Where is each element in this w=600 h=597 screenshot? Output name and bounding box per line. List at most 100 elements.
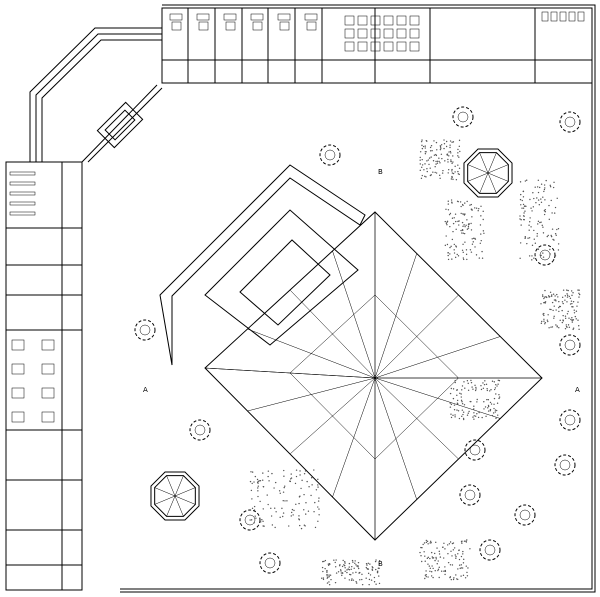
shrub-dot	[539, 221, 541, 224]
shrub-dot	[460, 541, 463, 543]
shrub-dot	[423, 169, 425, 171]
shrub-dot	[449, 144, 451, 146]
shrub-dot	[355, 581, 357, 583]
shrub-dot	[452, 155, 454, 157]
shrub-dot	[370, 579, 373, 581]
shrub-dot	[473, 405, 475, 407]
shrub-dot	[271, 472, 273, 475]
shrub-dot	[475, 207, 478, 209]
shrub-dot	[365, 577, 367, 579]
shrub-dot	[554, 206, 557, 209]
shrub-dot	[474, 237, 476, 240]
shrub-dot	[259, 479, 262, 482]
shrub-dot	[557, 228, 560, 230]
shrub-dot	[455, 557, 457, 559]
shrub-dot	[549, 291, 552, 294]
shrub-dot	[553, 212, 556, 214]
shrub-dot	[544, 301, 547, 303]
shrub-dot	[419, 163, 421, 165]
shrub-dot	[326, 577, 328, 579]
classroom-desk	[409, 28, 420, 39]
shrub-dot	[259, 500, 261, 503]
table	[41, 363, 55, 375]
shrub-dot	[419, 551, 421, 554]
shrub-dot	[451, 168, 453, 171]
shrub-dot	[484, 406, 487, 408]
shrub-dot	[326, 573, 328, 576]
table	[41, 411, 55, 423]
shrub-dot	[343, 564, 345, 566]
shrub-dot	[446, 544, 449, 546]
shrub-dot	[445, 145, 448, 148]
shrub-dot	[550, 308, 552, 311]
section-mark-b-top: B	[378, 168, 383, 176]
shrub-dot	[270, 515, 273, 517]
shrub-dot	[524, 180, 527, 182]
shrub-dot	[455, 574, 457, 576]
classroom-desk	[357, 15, 368, 26]
shrub-dot	[480, 388, 483, 391]
shrub-dot	[450, 199, 453, 201]
shrub-dot	[347, 568, 349, 570]
tree	[559, 334, 581, 356]
shrub-dot	[578, 292, 580, 295]
shrub-dot	[566, 313, 569, 315]
shrub-dot	[530, 207, 532, 209]
shrub-dot	[424, 152, 427, 155]
shrub-dot	[462, 574, 465, 577]
shrub-dot	[279, 492, 281, 494]
shrub-dot	[543, 302, 545, 304]
shrub-dot	[449, 212, 452, 215]
shrub-dot	[494, 411, 497, 413]
shrub-dot	[543, 184, 546, 186]
shrub-dot	[536, 197, 538, 199]
gazebos	[150, 148, 513, 521]
shrub-dot	[567, 310, 569, 313]
tree	[514, 504, 536, 526]
shrub-dot	[436, 547, 438, 549]
shrub-dot	[457, 403, 459, 405]
shrub-dot	[487, 410, 490, 412]
shrub-dot	[282, 500, 284, 502]
shrub-dot	[451, 176, 453, 179]
shrub-dot	[533, 257, 535, 259]
counter	[9, 171, 36, 176]
shrub-dot	[290, 473, 292, 475]
shrub-dot	[461, 401, 463, 403]
shrub-dot	[447, 172, 449, 174]
shrub-dot	[542, 256, 545, 258]
shrub-dot	[471, 238, 473, 240]
shrub-dot	[429, 557, 431, 560]
shrub-dot	[432, 171, 434, 173]
shrub-dot	[436, 162, 439, 164]
shrub-dot	[520, 224, 522, 226]
shrub-dot	[463, 224, 465, 226]
shrub-dot	[498, 393, 500, 396]
shrub-dot	[341, 565, 344, 568]
shrub-dot	[327, 563, 330, 565]
shrub-dot	[497, 414, 499, 416]
shrub-dot	[493, 388, 496, 391]
shrub-dot	[554, 295, 556, 297]
shrub-dot	[519, 218, 521, 220]
shrub-dot	[328, 574, 330, 576]
shrub-dot	[547, 314, 549, 316]
shrub-dot	[570, 300, 573, 302]
shrub-dot	[437, 568, 440, 571]
shrub-dot	[452, 578, 455, 581]
shrub-dot	[462, 225, 464, 228]
shrub-dot	[249, 480, 252, 483]
shrub-dot	[461, 249, 464, 252]
shrub-dot	[431, 556, 433, 558]
shrub-dot	[466, 380, 469, 382]
shrub-dot	[463, 381, 465, 383]
shrub-dot	[250, 519, 253, 521]
shrub-dot	[420, 555, 422, 557]
shrub-dot	[532, 206, 535, 208]
shrub-dot	[308, 486, 310, 488]
shrub-dot	[267, 470, 270, 472]
shrub-dot	[438, 157, 440, 159]
shrub-dot	[485, 415, 487, 418]
shrub-dot	[556, 197, 558, 200]
shrub-dot	[374, 560, 377, 563]
